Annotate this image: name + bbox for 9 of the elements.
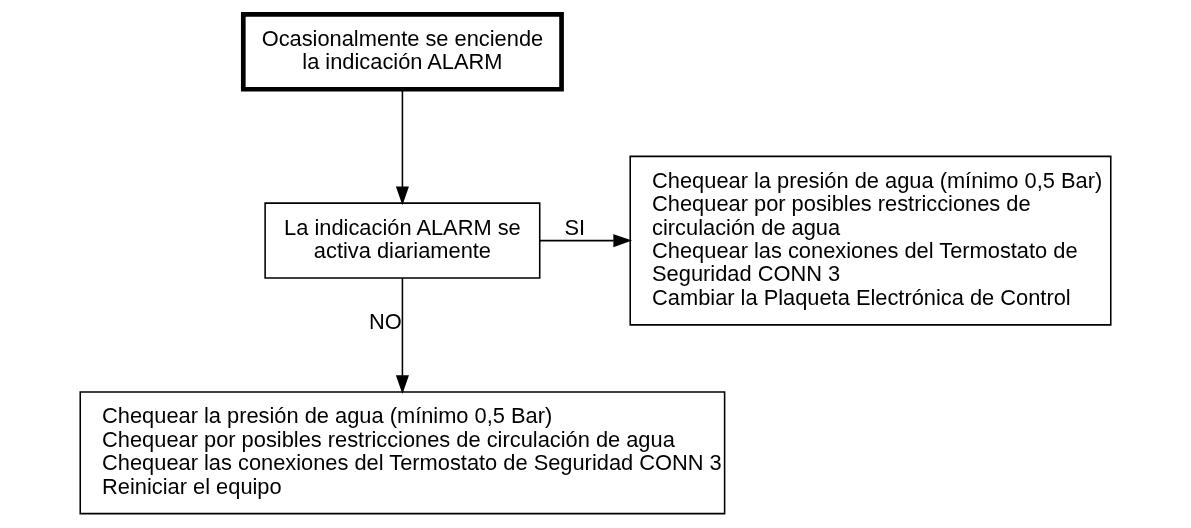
node-box: Ocasionalmente se enciende la indicación ALARM xyxy=(240,12,564,92)
node-box: Chequear la presión de agua (mínimo 0,5 Bar) Chequear por posibles restricciones de circulación de agua Chequear las conexiones del Termostato de Seguridad CONN 3 Reiniciar el equipo xyxy=(79,391,726,515)
arrow xyxy=(395,88,409,206)
arrow xyxy=(395,277,409,395)
arrow xyxy=(539,234,633,248)
node-box: La indicación ALARM se activa diariamente xyxy=(264,202,541,279)
edge-label: SI xyxy=(564,214,586,240)
node-box: Chequear la presión de agua (mínimo 0,5 Bar) Chequear por posibles restricciones de circulación de agua Chequear las conexiones del Termostato de Seguridad CONN 3 Cambiar la Plaqueta Electrónica de Control xyxy=(629,155,1112,326)
edge-label: NO xyxy=(368,308,402,334)
